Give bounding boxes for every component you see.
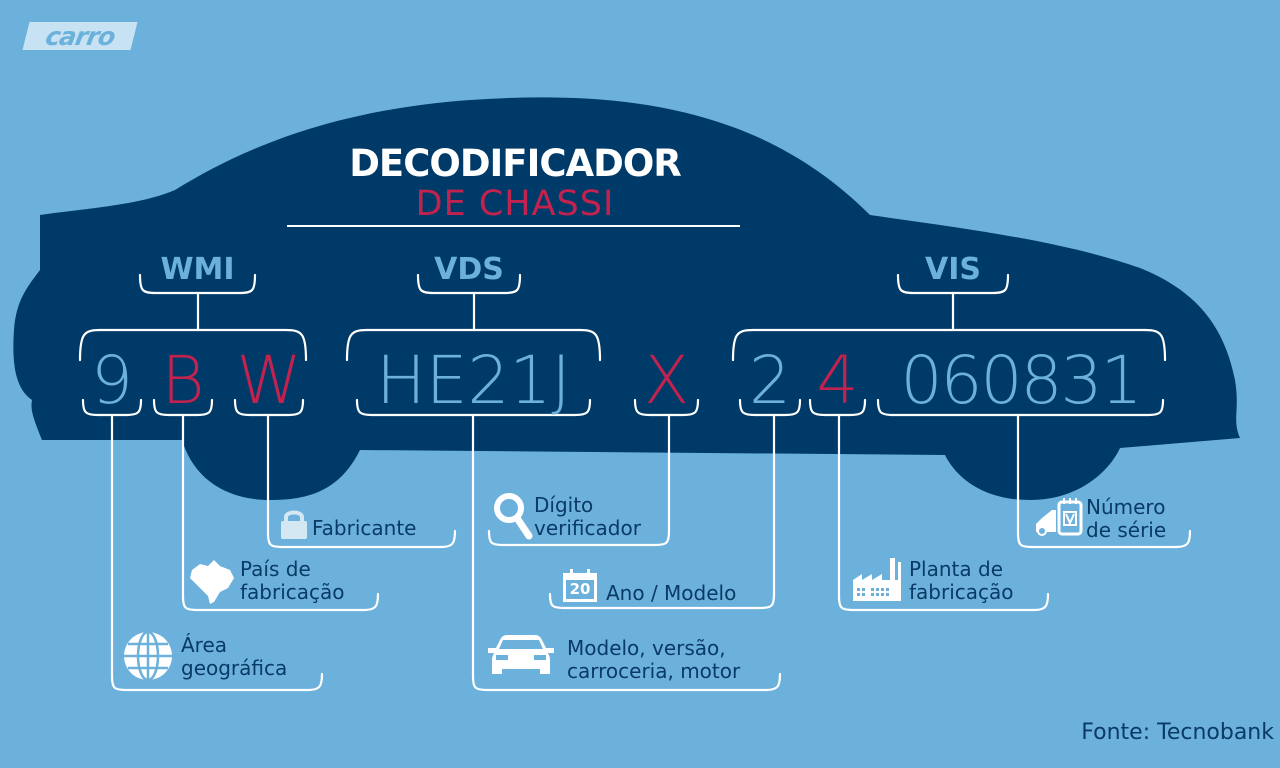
label-line2: carroceria, motor bbox=[567, 659, 741, 683]
vin-segment-x: X bbox=[643, 342, 690, 419]
label-line2: fabricação bbox=[240, 580, 345, 604]
label-line1: Modelo, versão, bbox=[567, 636, 726, 660]
label-line1: Fabricante bbox=[312, 516, 417, 540]
leader-modelo bbox=[471, 413, 782, 692]
label-line1: Número bbox=[1086, 495, 1166, 519]
serial-number-icon bbox=[1036, 498, 1083, 536]
vis-top-bracket bbox=[731, 328, 1167, 362]
leader-ano bbox=[548, 413, 776, 610]
group-label-wmi: WMI bbox=[160, 252, 235, 287]
vds-top-bracket bbox=[345, 328, 602, 362]
label-line2: geográfica bbox=[181, 656, 288, 680]
vds-bracket bbox=[416, 273, 522, 295]
group-label-vis: VIS bbox=[925, 252, 981, 287]
label-area-geografica: Área geográfica bbox=[181, 634, 287, 680]
label-line2: verificador bbox=[534, 516, 641, 540]
label-line1: Dígito bbox=[534, 493, 594, 517]
title-line2: DE CHASSI bbox=[415, 184, 615, 224]
label-modelo-versao: Modelo, versão, carroceria, motor bbox=[567, 637, 740, 683]
label-line1: Ano / Modelo bbox=[606, 581, 737, 605]
vin-segment-w: W bbox=[236, 342, 302, 419]
leader-fabricante bbox=[266, 413, 457, 549]
vin-segment-060831: 060831 bbox=[900, 342, 1143, 419]
leader-digito bbox=[487, 413, 671, 547]
label-fabricante: Fabricante bbox=[312, 517, 416, 540]
wmi-top-bracket bbox=[78, 328, 308, 362]
label-line1: País de bbox=[240, 557, 311, 581]
label-line2: fabricação bbox=[909, 580, 1014, 604]
calendar-icon: 20 bbox=[562, 569, 598, 603]
label-line1: Planta de bbox=[909, 557, 1004, 581]
leader-planta bbox=[837, 413, 1050, 612]
label-planta-fabricacao: Planta de fabricação bbox=[909, 558, 1014, 604]
label-line2: de série bbox=[1086, 518, 1167, 542]
logo-text: carro bbox=[43, 21, 117, 51]
leader-area-geografica bbox=[110, 413, 324, 692]
magnifier-icon bbox=[494, 493, 533, 540]
vin-segment-9: 9 bbox=[91, 342, 133, 419]
padlock-icon bbox=[281, 510, 307, 539]
globe-icon bbox=[124, 630, 172, 682]
vin-segment-4: 4 bbox=[816, 342, 859, 419]
brazil-map-icon bbox=[190, 560, 234, 604]
vin-segment-he21j: HE21J bbox=[376, 342, 571, 419]
label-pais-fabricacao: País de fabricação bbox=[240, 558, 345, 604]
factory-icon bbox=[853, 558, 901, 601]
group-label-vds: VDS bbox=[434, 252, 504, 287]
label-digito-verificador: Dígito verificador bbox=[534, 494, 641, 540]
vin-segment-b: B bbox=[161, 342, 205, 419]
leader-serie bbox=[1016, 413, 1192, 549]
title-line1: DECODIFICADOR bbox=[349, 142, 682, 185]
label-numero-serie: Número de série bbox=[1086, 496, 1166, 542]
source-credit: Fonte: Tecnobank bbox=[1081, 720, 1274, 745]
vin-segment-2: 2 bbox=[749, 342, 791, 419]
label-ano-modelo: Ano / Modelo bbox=[606, 582, 736, 605]
calendar-frame-icon bbox=[563, 569, 597, 602]
carro-logo: carro bbox=[22, 21, 138, 51]
car-silhouette bbox=[13, 97, 1241, 500]
car-front-icon bbox=[488, 635, 554, 674]
leader-pais bbox=[181, 413, 380, 612]
calendar-number: 20 bbox=[569, 580, 591, 598]
label-line1: Área bbox=[181, 633, 228, 657]
